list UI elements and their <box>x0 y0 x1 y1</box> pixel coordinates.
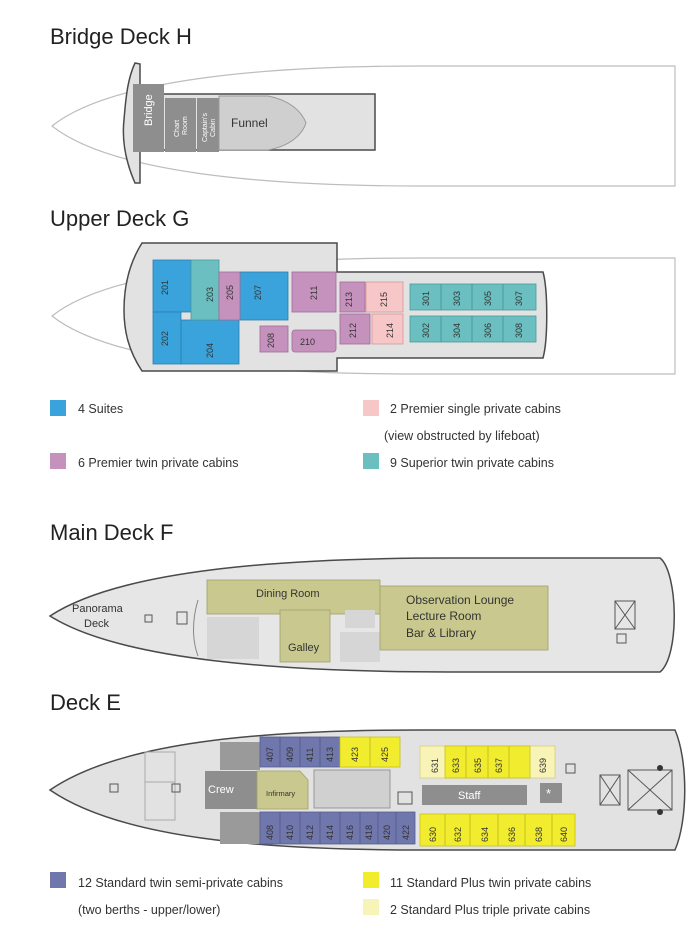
asterisk-label: * <box>546 786 551 801</box>
legend-swatch-premier-twin <box>50 453 66 469</box>
legend-suites: 4 Suites <box>78 402 124 416</box>
cabin-632: 632 <box>453 827 463 842</box>
cabin-636: 636 <box>507 827 517 842</box>
cabin-407: 407 <box>265 747 275 762</box>
staff-label: Staff <box>458 790 481 802</box>
cabin-631: 631 <box>430 758 440 773</box>
cabin-303: 303 <box>452 291 462 306</box>
cabin-408: 408 <box>265 825 275 840</box>
funnel <box>218 95 307 151</box>
legend-standard-plus-triple: 2 Standard Plus triple private cabins <box>390 903 591 917</box>
cabin-420: 420 <box>382 825 392 840</box>
cabin-637: 637 <box>494 758 504 773</box>
cabin-302: 302 <box>421 323 431 338</box>
cabin-213: 213 <box>344 292 354 307</box>
chart-room-label-1: Chart <box>174 120 181 137</box>
cabin-214: 214 <box>385 323 395 338</box>
cabin-203: 203 <box>205 287 215 302</box>
cabin-423: 423 <box>350 747 360 762</box>
cabin-410: 410 <box>285 825 295 840</box>
cabin-425: 425 <box>380 747 390 762</box>
main-deck-plan: Panorama Deck Dining Room Galley Observa… <box>48 557 675 673</box>
cabin-635: 635 <box>473 758 483 773</box>
cabin-638: 638 <box>534 827 544 842</box>
cabin-207: 207 <box>253 285 263 300</box>
cabin-422: 422 <box>401 825 411 840</box>
captains-cabin-label-1: Captain's <box>202 113 209 142</box>
cabin-211: 211 <box>309 286 319 300</box>
main-deck-title: Main Deck F <box>50 520 174 545</box>
deck-e-plan: Crew Infirmary Staff * 407 409 411 413 4… <box>48 729 686 851</box>
deck-e-title: Deck E <box>50 690 121 715</box>
cabin-208: 208 <box>266 333 276 348</box>
cabin-639: 639 <box>538 758 548 773</box>
legend-premier-single-note: (view obstructed by lifeboat) <box>384 429 540 443</box>
legend-swatch-premier-single <box>363 400 379 416</box>
cabin-640: 640 <box>559 827 569 842</box>
legend-swatch-suites <box>50 400 66 416</box>
upper-deck-title: Upper Deck G <box>50 206 190 231</box>
cabin-306: 306 <box>483 323 493 338</box>
infirmary-label: Infirmary <box>266 789 295 798</box>
funnel-label: Funnel <box>231 116 268 130</box>
observation-label-1: Observation Lounge <box>406 593 514 607</box>
legend-premier-single: 2 Premier single private cabins <box>390 402 561 416</box>
crew-area <box>205 771 257 809</box>
cabin-414: 414 <box>325 825 335 840</box>
legend-standard-plus-twin: 11 Standard Plus twin private cabins <box>390 876 592 890</box>
legend-swatch-standard-plus-triple <box>363 899 379 915</box>
cabin-413: 413 <box>325 747 335 762</box>
cabin-633: 633 <box>451 758 461 773</box>
cabin-409: 409 <box>285 747 295 762</box>
cabin-418: 418 <box>364 825 374 840</box>
legend-standard-twin-note: (two berths - upper/lower) <box>78 903 221 917</box>
staff-area <box>422 785 527 805</box>
bridge-deck-plan: Bridge Chart Room Captain's Cabin Funnel <box>51 62 676 187</box>
chart-room-label-2: Room <box>182 116 189 135</box>
cabin-307: 307 <box>514 291 524 306</box>
cabin-201: 201 <box>160 280 170 295</box>
captains-cabin-label-2: Cabin <box>210 119 217 137</box>
cabin-301: 301 <box>421 291 431 306</box>
crew-label: Crew <box>208 784 234 796</box>
galley <box>279 609 331 663</box>
cabin-305: 305 <box>483 291 493 306</box>
observation-label-3: Bar & Library <box>406 626 476 640</box>
legend-swatch-standard-twin <box>50 872 66 888</box>
cabin-308: 308 <box>514 323 524 338</box>
cabin-215: 215 <box>379 292 389 307</box>
cabin-416: 416 <box>345 825 355 840</box>
cabin-210: 210 <box>300 337 315 347</box>
infirmary <box>256 770 309 810</box>
observation-label-2: Lecture Room <box>406 609 481 623</box>
cabin-411: 411 <box>305 748 315 762</box>
cabin-630: 630 <box>428 827 438 842</box>
legend-swatch-superior-twin <box>363 453 379 469</box>
panorama-label-2: Deck <box>84 618 110 630</box>
legend-superior-twin: 9 Superior twin private cabins <box>390 456 554 470</box>
cabin-205: 205 <box>225 285 235 300</box>
galley-label: Galley <box>288 642 320 654</box>
legend-standard-twin: 12 Standard twin semi-private cabins <box>78 876 283 890</box>
legend-premier-twin: 6 Premier twin private cabins <box>78 456 239 470</box>
cabin-202: 202 <box>160 331 170 346</box>
dining-label: Dining Room <box>256 588 320 600</box>
chart-room <box>165 98 196 152</box>
upper-deck-plan: 201 202 203 204 205 207 208 210 211 212 … <box>51 242 676 375</box>
legend-swatch-standard-plus-twin <box>363 872 379 888</box>
cabin-212: 212 <box>348 323 358 338</box>
captains-cabin <box>197 98 219 152</box>
cabin-304: 304 <box>452 323 462 338</box>
cabin-412: 412 <box>305 825 315 840</box>
observation-lounge <box>379 585 549 651</box>
panorama-label-1: Panorama <box>72 603 124 615</box>
cabin-634: 634 <box>480 827 490 842</box>
bridge-deck-title: Bridge Deck H <box>50 24 192 49</box>
bridge-label: Bridge <box>143 94 155 126</box>
bridge-room <box>133 84 164 152</box>
cabin-204: 204 <box>205 343 215 358</box>
